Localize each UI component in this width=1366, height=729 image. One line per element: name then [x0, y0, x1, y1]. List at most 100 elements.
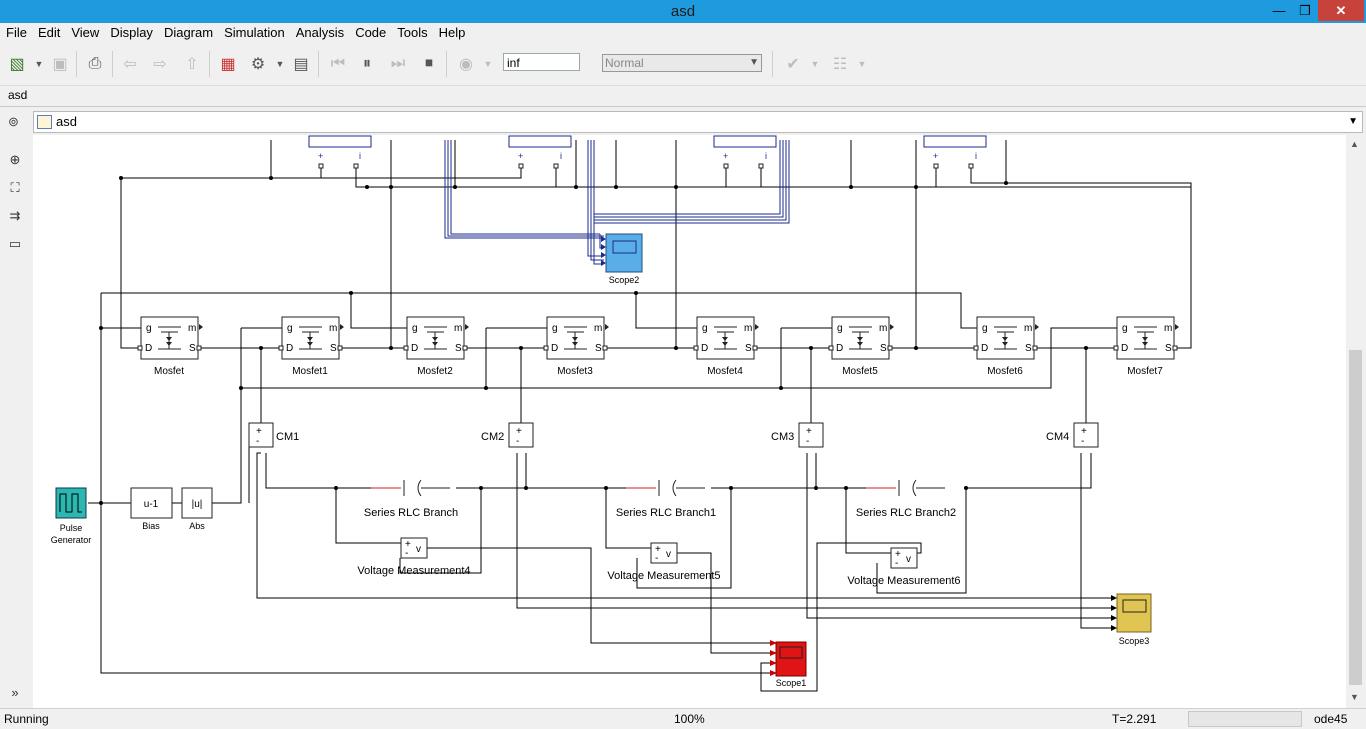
stop-icon[interactable]: ⏹	[424, 55, 433, 72]
record-dropdown-icon[interactable]: ▼	[483, 59, 493, 69]
mosfet7-label: Mosfet7	[1127, 366, 1163, 377]
chevron-down-icon[interactable]: ▼	[1348, 116, 1358, 127]
menu-analysis[interactable]: Analysis	[295, 25, 345, 40]
scroll-down-icon[interactable]: ▼	[1350, 692, 1359, 702]
check-icon[interactable]: ✔	[786, 56, 800, 73]
svg-text:g: g	[702, 323, 708, 334]
bias-block[interactable]	[130, 487, 173, 519]
stop-time-input[interactable]: inf	[503, 53, 580, 71]
check-dropdown-icon[interactable]: ▼	[810, 59, 820, 69]
cm2-label: CM2	[481, 431, 504, 443]
vm4-label: Voltage Measurement4	[357, 565, 470, 577]
maximize-button[interactable]: ❐	[1299, 3, 1311, 18]
cm1-label: CM1	[276, 431, 299, 443]
cm4-label: CM4	[1046, 431, 1069, 443]
pause-icon[interactable]: ⏸	[362, 55, 371, 72]
svg-text:+: +	[516, 426, 522, 437]
svg-text:g: g	[837, 323, 843, 334]
library-browser-icon[interactable]: ▦	[220, 56, 236, 73]
fit-view-icon[interactable]: ⛶	[10, 180, 20, 195]
svg-text:+: +	[806, 426, 812, 437]
address-bar: ⊚ asd ▼	[0, 108, 1366, 135]
svg-text:m: m	[454, 323, 462, 334]
menu-view[interactable]: View	[71, 25, 100, 40]
up-icon[interactable]: ⇧	[185, 56, 199, 73]
svg-text:S: S	[745, 343, 752, 354]
progress-area	[1188, 711, 1302, 727]
menu-code[interactable]: Code	[355, 25, 387, 40]
svg-text:g: g	[552, 323, 558, 334]
svg-text:D: D	[1121, 343, 1128, 354]
scope1-block[interactable]	[775, 641, 807, 677]
new-model-dropdown-icon[interactable]: ▼	[34, 59, 44, 69]
top-plus-4: +	[933, 151, 938, 161]
menu-bar: File Edit View Display Diagram Simulation Anal…	[0, 23, 1366, 43]
window-title: asd	[670, 3, 696, 20]
svg-text:D: D	[551, 343, 558, 354]
menu-simulation[interactable]: Simulation	[224, 25, 285, 40]
menu-diagram[interactable]: Diagram	[163, 25, 214, 40]
svg-text:+: +	[1081, 426, 1087, 437]
tab-asd[interactable]: asd	[8, 88, 28, 102]
save-icon[interactable]: ▣	[52, 56, 68, 73]
svg-text:v: v	[906, 554, 911, 565]
svg-text:m: m	[594, 323, 602, 334]
svg-text:+: +	[405, 539, 411, 550]
print-icon[interactable]: ⎙	[88, 55, 102, 72]
menu-file[interactable]: File	[6, 25, 27, 40]
mosfet3-label: Mosfet3	[557, 366, 593, 377]
scope1-label: Scope1	[776, 678, 807, 688]
model-config-dropdown-icon[interactable]: ▼	[275, 59, 285, 69]
expand-icon[interactable]: »	[11, 685, 19, 700]
svg-text:u-1: u-1	[144, 499, 159, 510]
arrow-icon[interactable]: ⇉	[9, 208, 21, 223]
new-model-icon[interactable]: ▧	[9, 56, 25, 73]
svg-text:-: -	[895, 558, 898, 569]
zoom-icon[interactable]: ⊕	[9, 152, 21, 167]
build-icon[interactable]: ☷	[832, 56, 848, 73]
vm5-label: Voltage Measurement5	[607, 570, 720, 582]
simulation-mode-value: Normal	[605, 56, 644, 70]
top-i-2: i	[560, 151, 562, 161]
menu-tools[interactable]: Tools	[397, 25, 428, 40]
model-path[interactable]: asd ▼	[33, 111, 1363, 133]
svg-text:D: D	[981, 343, 988, 354]
bias-label: Bias	[142, 521, 160, 531]
rlc2-label: Series RLC Branch2	[856, 507, 956, 519]
svg-text:g: g	[146, 323, 152, 334]
svg-text:-: -	[405, 548, 408, 559]
forward-icon[interactable]: ⇨	[153, 56, 167, 73]
status-state: Running	[4, 712, 49, 726]
step-back-icon[interactable]: ⏮	[330, 55, 346, 72]
mosfet4-label: Mosfet4	[707, 366, 743, 377]
step-forward-icon[interactable]: ⏭	[390, 55, 406, 72]
model-explorer-icon[interactable]: ▤	[293, 56, 309, 73]
svg-text:-: -	[256, 436, 259, 447]
annotation-icon[interactable]: ▭	[8, 236, 22, 251]
scroll-thumb[interactable]	[1349, 350, 1362, 685]
menu-help[interactable]: Help	[438, 25, 466, 40]
mosfet-label: Mosfet	[154, 366, 184, 377]
simulation-mode-select[interactable]: Normal ▼	[602, 54, 762, 72]
chevron-down-icon: ▼	[749, 57, 759, 68]
svg-text:v: v	[416, 544, 421, 555]
status-zoom: 100%	[674, 712, 705, 726]
menu-display[interactable]: Display	[110, 25, 153, 40]
vertical-scrollbar[interactable]: ▲ ▼	[1346, 135, 1366, 708]
left-palette: ⊕ ⛶ ⇉ ▭ »	[0, 135, 32, 708]
abs-block[interactable]	[181, 487, 213, 519]
close-button[interactable]: ✕	[1318, 0, 1364, 21]
minimize-button[interactable]: —	[1272, 3, 1286, 18]
hide-explorer-icon[interactable]: ⊚	[8, 114, 19, 129]
model-config-icon[interactable]: ⚙	[250, 56, 266, 73]
menu-edit[interactable]: Edit	[37, 25, 61, 40]
back-icon[interactable]: ⇦	[123, 56, 137, 73]
pulse-generator-block[interactable]	[55, 487, 87, 519]
scroll-up-icon[interactable]: ▲	[1350, 139, 1359, 149]
record-icon[interactable]: ◉	[459, 56, 473, 73]
svg-text:m: m	[879, 323, 887, 334]
svg-text:|u|: |u|	[192, 499, 203, 510]
build-dropdown-icon[interactable]: ▼	[857, 59, 867, 69]
